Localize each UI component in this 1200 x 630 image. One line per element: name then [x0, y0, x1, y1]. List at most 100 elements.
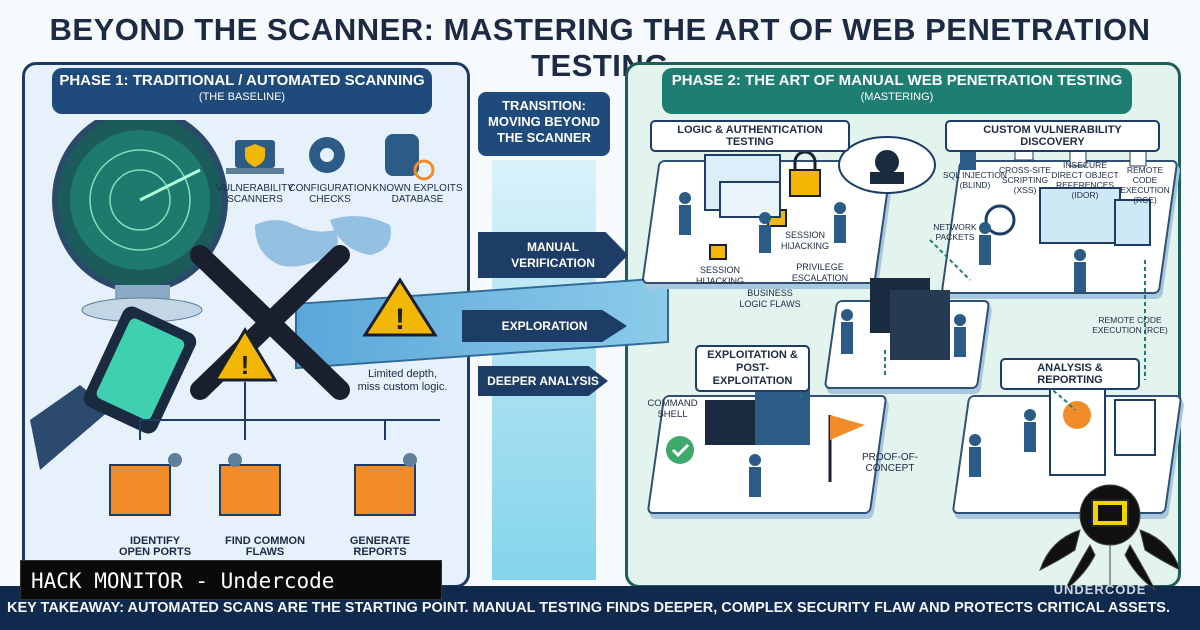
rce2-line-2: EXECUTION (RCE): [1092, 325, 1168, 335]
deeper-analysis-arrow: DEEPER ANALYSIS: [478, 366, 608, 396]
task2-line-1: FIND COMMON: [224, 535, 306, 547]
session2-line-1: SESSION: [784, 230, 825, 240]
session-hijacking-2: SESSION HIJACKING: [775, 230, 835, 252]
privilege-escalation-label: PRIVILEGE ESCALATION: [785, 262, 855, 284]
phase1-illustration: ! !: [30, 120, 440, 516]
network-line-2: PACKETS: [935, 232, 975, 242]
business-line-2: LOGIC FLAWS: [739, 299, 801, 309]
exploration-arrow: EXPLORATION: [462, 310, 627, 342]
session1-line-1: SESSION: [699, 265, 740, 275]
xss-line-2: SCRIPTING: [1001, 175, 1049, 185]
logo-text: UNDERCODE: [1053, 582, 1147, 597]
rce-line-2: EXECUTION: [1120, 185, 1170, 195]
idor-line-2: DIRECT OBJECT: [1051, 170, 1119, 180]
tablet-hand-icon: [30, 306, 197, 470]
logic-auth-tag: LOGIC & AUTHENTICATION TESTING: [650, 120, 850, 152]
task3-line-1: GENERATE: [349, 535, 411, 547]
business-line-1: BUSINESS: [747, 288, 793, 298]
rce-label: REMOTE CODE EXECUTION (RCE): [1115, 165, 1175, 205]
session-hijacking-1: SESSION HIJACKING: [690, 265, 750, 287]
privilege-line-2: ESCALATION: [791, 273, 849, 283]
key-takeaway-footer: KEY TAKEAWAY: AUTOMATED SCANS ARE THE ST…: [0, 586, 1200, 630]
report-charts-icon: [1049, 384, 1156, 476]
task2-line-2: FLAWS: [245, 546, 285, 558]
config-checks-line-1: CONFIGURATION: [288, 183, 372, 194]
business-logic-label: BUSINESS LOGIC FLAWS: [735, 288, 805, 310]
center-monitors-icon: [870, 278, 950, 360]
idor-label: INSECURE DIRECT OBJECT REFERENCES (IDOR): [1050, 160, 1120, 200]
svg-text:!: !: [241, 350, 250, 380]
task3-line-2: REPORTS: [353, 546, 407, 558]
warning-icon: ! !: [212, 277, 438, 382]
sqli-line-1: SQL INJECTION: [943, 170, 1007, 180]
transition-box: TRANSITION: MOVING BEYOND THE SCANNER: [478, 92, 610, 156]
transition-line-3: THE SCANNER: [497, 130, 591, 145]
known-exploits-label: KNOWN EXPLOITS DATABASE: [370, 183, 465, 205]
phase2-subtitle: (MASTERING): [860, 91, 934, 103]
phase1-subtitle: (THE BASELINE): [198, 91, 286, 103]
shell-line-2: SHELL: [657, 409, 688, 420]
phase1-title: PHASE 1: TRADITIONAL / AUTOMATED SCANNIN…: [59, 72, 425, 89]
custom-vuln-tag: CUSTOM VULNERABILITY DISCOVERY: [945, 120, 1160, 152]
shell-line-1: COMMAND: [647, 398, 698, 409]
task1-line-2: OPEN PORTS: [118, 546, 192, 558]
watermark-banner: HACK MONITOR - Undercode: [20, 560, 442, 600]
manual-arrow-line-2: VERIFICATION: [511, 256, 595, 270]
laptop-shield-icon: [226, 140, 284, 174]
people-icons: [679, 192, 1086, 497]
idor-line-3: REFERENCES: [1055, 180, 1115, 190]
rce2-line-1: REMOTE CODE: [1098, 315, 1162, 325]
exploitation-tag: EXPLOITATION & POST-EXPLOITATION: [695, 345, 810, 392]
sqli-line-2: (BLIND): [959, 180, 991, 190]
task-boxes: [109, 453, 417, 516]
analysis-tag: ANALYSIS & REPORTING: [1000, 358, 1140, 390]
transition-line-2: MOVING BEYOND: [488, 114, 600, 129]
warning-text: Limited depth, miss custom logic.: [345, 368, 460, 394]
phase2-title: PHASE 2: THE ART OF MANUAL WEB PENETRATI…: [671, 72, 1123, 89]
xss-line-1: CROSS-SITE: [999, 165, 1051, 175]
xss-line-3: (XSS): [1013, 185, 1037, 195]
configuration-checks-label: CONFIGURATION CHECKS: [285, 183, 375, 205]
manual-verification-arrow: MANUAL VERIFICATION: [478, 232, 628, 278]
session1-line-2: HIJACKING: [695, 276, 744, 286]
database-search-icon: [385, 134, 435, 181]
flag-icon: [828, 415, 865, 482]
padlock-icon: [709, 150, 821, 260]
xss-label: CROSS-SITE SCRIPTING (XSS): [995, 165, 1055, 195]
command-shell-label: COMMAND SHELL: [645, 398, 700, 420]
privilege-line-1: PRIVILEGE: [796, 262, 844, 272]
known-exploits-line-1: KNOWN EXPLOITS: [372, 183, 463, 194]
find-common-flaws-label: FIND COMMON FLAWS: [215, 536, 315, 558]
warning-line-1: Limited depth,: [367, 368, 438, 380]
warning-line-2: miss custom logic.: [357, 381, 448, 393]
session2-line-2: HIJACKING: [780, 241, 829, 251]
exploit-tag-line-2: POST-EXPLOITATION: [712, 362, 793, 387]
manual-arrow-line-1: MANUAL: [527, 240, 579, 254]
hacker-cloud-icon: [838, 136, 936, 194]
sql-injection-label: SQL INJECTION (BLIND): [940, 170, 1010, 190]
vuln-scanners-line-2: SCANNERS: [227, 194, 283, 205]
generate-reports-label: GENERATE REPORTS: [330, 536, 430, 558]
rce-line-1: REMOTE CODE: [1126, 165, 1164, 185]
identify-open-ports-label: IDENTIFY OPEN PORTS: [105, 536, 205, 558]
rce-line-3: (RCE): [1133, 195, 1157, 205]
task1-line-1: IDENTIFY: [129, 535, 181, 547]
gear-icon: [309, 137, 345, 173]
exploit-tag-line-1: EXPLOITATION &: [707, 349, 798, 361]
idor-line-4: (IDOR): [1071, 190, 1099, 200]
network-line-1: NETWORK: [933, 222, 977, 232]
vuln-scanners-line-1: VULNERABILITY: [216, 183, 294, 194]
command-shell-icon: [666, 385, 810, 464]
phase2-illustration: [666, 136, 1156, 497]
idor-line-1: INSECURE: [1063, 160, 1107, 170]
known-exploits-line-2: DATABASE: [391, 194, 444, 205]
network-packets-label: NETWORK PACKETS: [930, 222, 980, 242]
phase2-header: PHASE 2: THE ART OF MANUAL WEB PENETRATI…: [662, 68, 1132, 114]
code-monitor-icon: [984, 187, 1151, 246]
phase1-header: PHASE 1: TRADITIONAL / AUTOMATED SCANNIN…: [52, 68, 432, 114]
config-checks-line-2: CHECKS: [309, 194, 351, 205]
svg-text:!: !: [395, 303, 405, 336]
radar-icon: [52, 120, 228, 323]
transition-line-1: TRANSITION:: [502, 98, 586, 113]
rce-label-2: REMOTE CODE EXECUTION (RCE): [1090, 315, 1170, 335]
